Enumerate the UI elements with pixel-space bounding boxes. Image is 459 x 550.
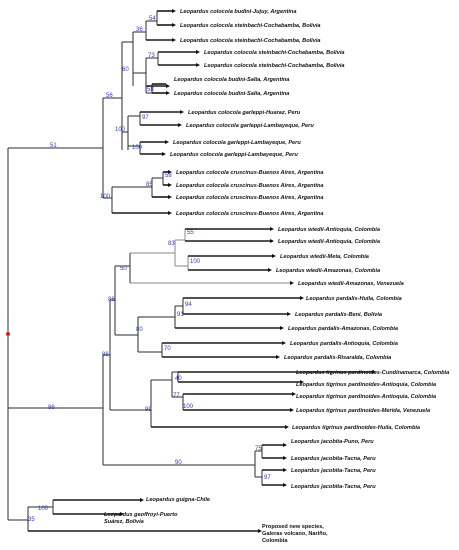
tip-label: Leopardus wiedii-Amazonas, Colombia	[276, 268, 380, 274]
tip-label: Proposed new species,	[262, 524, 324, 530]
tip-label: Leopardus guigna-Chile	[146, 497, 210, 503]
tip-label: Leopardus colocola cruscinus-Buenos Aire…	[176, 211, 324, 217]
support-value: 97	[142, 115, 149, 121]
tip-label: Leopardus pardalis-Risaralda, Colombia	[284, 355, 391, 361]
support-value: 100	[132, 145, 143, 151]
tip-label: Leopardus pardalis-Beni, Bolivia	[295, 312, 382, 318]
support-value: 75	[255, 446, 262, 452]
support-value: 55	[187, 230, 194, 236]
tip-label: Leopardus colocola budini-Salta, Argenti…	[174, 77, 289, 83]
support-value: 86	[102, 352, 109, 358]
support-value: 100	[115, 127, 126, 133]
tip-label: Leopardus pardalis-Amazonas, Colombia	[288, 326, 398, 332]
support-value: 100	[100, 194, 111, 200]
tip-label: Leopardus colocola steinbachi-Cochabamba…	[180, 23, 321, 29]
support-value: 50	[120, 266, 127, 272]
support-value: 86	[48, 405, 55, 411]
support-value: 80	[136, 327, 143, 333]
tip-label: Leopardus pardalis-Antioquia, Colombia	[290, 341, 398, 347]
support-value: 83	[168, 241, 175, 247]
tip-label: Leopardus tigrinus pardinoides-Antioquia…	[296, 382, 436, 388]
support-value: 58	[165, 173, 172, 179]
tip-label: Leopardus wiedii-Antioquia, Colombia	[278, 227, 380, 233]
support-value: 73	[148, 53, 155, 59]
tip-label: Leopardus tigrinus pardinoides-Huila, Co…	[292, 425, 420, 431]
tip-label: Leopardus jacobita-Puno, Peru	[291, 439, 374, 445]
tip-label: Leopardus colocola steinbachi-Cochabamba…	[180, 38, 321, 44]
support-value: 70	[164, 346, 171, 352]
support-value: 100	[190, 259, 201, 265]
tip-label: Leopardus colocola garleppi-Huaraz, Peru	[188, 110, 301, 116]
tip-label: Leopardus colocola steinbachi-Cochabamba…	[204, 50, 345, 56]
tip-label: Leopardus colocola cruscinus-Buenos Aire…	[176, 170, 324, 176]
support-value: 85	[146, 182, 153, 188]
support-value: 91	[177, 312, 184, 318]
tip-label: Leopardus jacobita-Tacna, Peru	[291, 484, 376, 490]
tip-label: Leopardus jacobita-Tacna, Peru	[291, 468, 376, 474]
root-marker	[6, 332, 10, 336]
tip-labels: Leopardus colocola budini-Jujuy, Argenti…	[104, 9, 449, 544]
support-value: 51	[50, 143, 57, 149]
tip-label: Leopardus colocola garleppi-Lambayeque, …	[186, 123, 314, 129]
support-value: 77	[173, 393, 180, 399]
tip-markers	[120, 9, 376, 533]
support-value: 40	[175, 376, 182, 382]
node-support-labels: 54 36 73 60 58 56 97 100 100 51 58 85 10…	[28, 16, 271, 523]
support-value: 94	[185, 302, 192, 308]
support-value: 56	[106, 93, 113, 99]
tip-label: Leopardus colocola steinbachi-Cochabamba…	[204, 63, 345, 69]
support-value: 99	[145, 407, 152, 413]
tip-label: Leopardus tigrinus pardinoides-Antioquia…	[296, 394, 436, 400]
tip-label: Colombia	[262, 538, 288, 544]
tip-label: Leopardus wiedii-Meta, Colombia	[280, 254, 369, 260]
tip-label: Leopardus geoffroyi-Puerto	[104, 512, 178, 518]
tip-label: Leopardus pardalis-Huila, Colombia	[306, 296, 402, 302]
support-value: 54	[149, 16, 156, 22]
tip-label: Suárez, Bolivia	[104, 519, 144, 525]
support-value: 86	[108, 297, 115, 303]
tree-branches	[6, 10, 372, 532]
tip-label: Leopardus wiedii-Antioquia, Colombia	[278, 239, 380, 245]
tip-label: Leopardus colocola garleppi-Lambayeque, …	[173, 140, 301, 146]
tip-label: Leopardus colocola cruscinus-Buenos Aire…	[176, 183, 324, 189]
tip-label: Leopardus tigrinus pardinoides-Merida, V…	[296, 408, 430, 414]
tip-label: Leopardus colocola garleppi-Lambayeque, …	[170, 152, 298, 158]
tip-label: Leopardus colocola budini-Salta, Argenti…	[174, 91, 289, 97]
support-value: 97	[264, 475, 271, 481]
tip-label: Leopardus colocola cruscinus-Buenos Aire…	[176, 195, 324, 201]
tip-label: Leopardus colocola budini-Jujuy, Argenti…	[180, 9, 296, 15]
support-value: 36	[136, 27, 143, 33]
tip-label: Leopardus jacobita-Tacna, Peru	[291, 456, 376, 462]
support-value: 58	[147, 87, 154, 93]
support-value: 35	[28, 517, 35, 523]
support-value: 60	[122, 67, 129, 73]
tip-label: Leopardus wiedii-Amazonas, Venezuela	[298, 281, 404, 287]
tip-label: Leopardus tigrinus pardinoides-Cundinama…	[296, 370, 449, 376]
tip-label: Galeras volcano, Nariño,	[262, 531, 328, 537]
support-value: 100	[38, 506, 49, 512]
support-value: 90	[175, 460, 182, 466]
support-value: 100	[183, 404, 194, 410]
